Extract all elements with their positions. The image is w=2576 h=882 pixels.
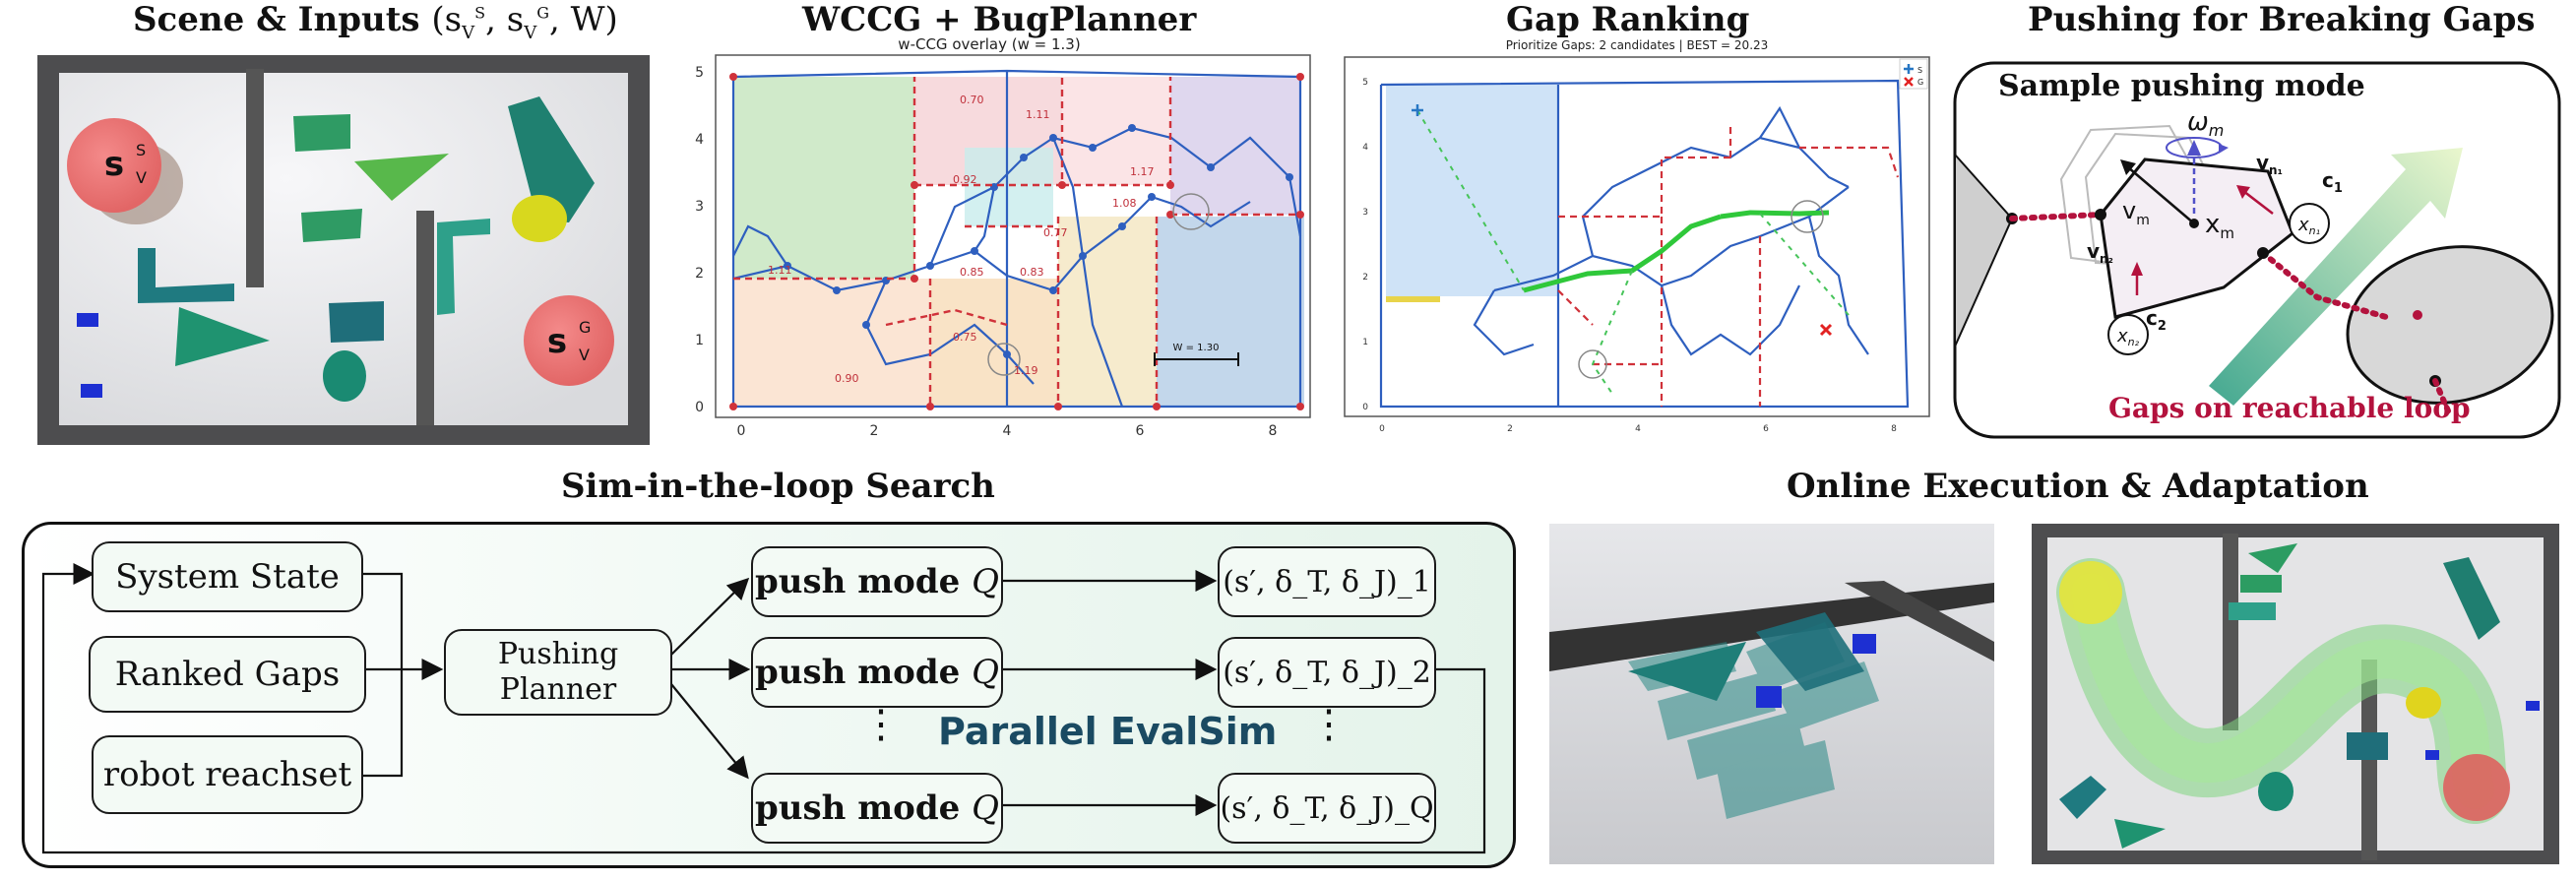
scene-panel: s S V s G V bbox=[37, 55, 650, 445]
svg-text:G: G bbox=[1917, 78, 1923, 87]
wccg-y-ticks: 0 1 2 3 4 5 bbox=[695, 65, 704, 415]
push-mode-node-2: push mode Q bbox=[751, 637, 1003, 708]
svg-text:3: 3 bbox=[695, 199, 704, 215]
svg-text:4: 4 bbox=[1003, 423, 1012, 439]
svg-text:6: 6 bbox=[1136, 423, 1145, 439]
system-state-node: System State bbox=[92, 541, 363, 612]
gap-start-marker bbox=[1412, 104, 1423, 116]
gaps-caption: Gaps on reachable loop bbox=[2108, 392, 2471, 424]
wccg-plot: w-CCG overlay (w = 1.3) 0 2 4 6 8 0 1 2 … bbox=[660, 30, 1319, 443]
gap-path bbox=[1523, 210, 1830, 293]
start-object: s S V bbox=[67, 118, 183, 224]
svg-text:6: 6 bbox=[1763, 424, 1769, 434]
obstacles bbox=[77, 96, 595, 402]
dots-left: ⋮ bbox=[861, 702, 901, 747]
svg-text:1: 1 bbox=[695, 333, 704, 348]
svg-text:5: 5 bbox=[1362, 78, 1368, 88]
svg-text:2: 2 bbox=[1362, 273, 1368, 283]
ranked-gaps-node: Ranked Gaps bbox=[89, 636, 366, 713]
result-node-q: (s′, δ_T, δ_J)_Q bbox=[1218, 773, 1436, 844]
pushing-planner-node: Pushing Planner bbox=[444, 629, 672, 716]
gap-plot-title: Prioritize Gaps: 2 candidates | BEST = 2… bbox=[1506, 38, 1769, 52]
svg-text:G: G bbox=[579, 318, 591, 337]
push-mode-node-q: push mode Q bbox=[751, 773, 1003, 844]
svg-text:0.85: 0.85 bbox=[960, 266, 984, 279]
svg-text:1: 1 bbox=[1362, 338, 1368, 347]
gap-y-ticks: 0 1 2 3 4 5 bbox=[1362, 78, 1368, 412]
pushing-title: Pushing for Breaking Gaps bbox=[2028, 0, 2536, 39]
gap-legend: S G bbox=[1899, 58, 1928, 90]
scene-title: Scene & Inputs (sVS, sVG, W) bbox=[133, 0, 618, 43]
svg-text:1.11: 1.11 bbox=[1026, 108, 1050, 121]
gap-dashed-edges bbox=[1557, 123, 1900, 407]
execution-3d-view bbox=[1549, 524, 1994, 864]
gap-chains bbox=[2009, 212, 2453, 418]
svg-text:0.90: 0.90 bbox=[835, 372, 859, 385]
svg-text:0: 0 bbox=[737, 423, 746, 439]
gap-svg: Prioritize Gaps: 2 candidates | BEST = 2… bbox=[1344, 38, 1930, 434]
goal-object: s G V bbox=[524, 295, 614, 386]
svg-text:1.11: 1.11 bbox=[768, 264, 792, 277]
scene-render: s S V s G V bbox=[37, 55, 650, 445]
svg-text:2: 2 bbox=[1507, 424, 1513, 434]
svg-text:1.08: 1.08 bbox=[1112, 197, 1137, 210]
gap-title: Gap Ranking bbox=[1506, 0, 1750, 39]
svg-text:S: S bbox=[136, 141, 146, 159]
svg-text:4: 4 bbox=[1635, 424, 1641, 434]
gap-goal-marker bbox=[1819, 323, 1833, 337]
wccg-plot-title: w-CCG overlay (w = 1.3) bbox=[898, 35, 1080, 53]
flow-arrows bbox=[41, 563, 1486, 854]
svg-text:s: s bbox=[104, 145, 124, 184]
gap-plot: Prioritize Gaps: 2 candidates | BEST = 2… bbox=[1337, 30, 1937, 443]
result-node-2: (s′, δ_T, δ_J)_2 bbox=[1218, 637, 1436, 708]
svg-text:0.92: 0.92 bbox=[953, 173, 977, 186]
online-title: Online Execution & Adaptation bbox=[1787, 467, 2369, 506]
push-title: Sample pushing mode bbox=[1998, 69, 2365, 103]
svg-text:4: 4 bbox=[695, 132, 704, 148]
svg-text:1.17: 1.17 bbox=[1130, 165, 1155, 178]
svg-text:8: 8 bbox=[1891, 424, 1897, 434]
svg-text:V: V bbox=[136, 168, 147, 187]
svg-text:s: s bbox=[547, 322, 567, 361]
svg-text:0: 0 bbox=[695, 400, 704, 415]
parallel-evalsim-label: Parallel EvalSim bbox=[938, 710, 1278, 753]
dots-right: ⋮ bbox=[1309, 702, 1349, 747]
svg-text:V: V bbox=[579, 346, 590, 364]
svg-text:1.19: 1.19 bbox=[1014, 364, 1038, 377]
svg-text:W = 1.30: W = 1.30 bbox=[1173, 343, 1220, 353]
wccg-title: WCCG + BugPlanner bbox=[802, 0, 1197, 39]
svg-text:3: 3 bbox=[1362, 208, 1368, 218]
svg-text:0: 0 bbox=[1379, 424, 1385, 434]
wccg-svg: w-CCG overlay (w = 1.3) 0 2 4 6 8 0 1 2 … bbox=[695, 35, 1311, 439]
svg-text:0: 0 bbox=[1362, 403, 1368, 412]
sim-title: Sim-in-the-loop Search bbox=[561, 467, 995, 506]
svg-text:S: S bbox=[1917, 66, 1922, 75]
result-node-1: (s′, δ_T, δ_J)_1 bbox=[1218, 546, 1436, 617]
execution-top-view bbox=[2032, 524, 2559, 864]
svg-text:0.75: 0.75 bbox=[953, 331, 977, 344]
svg-text:0.77: 0.77 bbox=[1043, 226, 1068, 239]
wccg-x-ticks: 0 2 4 6 8 bbox=[737, 423, 1278, 439]
svg-text:5: 5 bbox=[695, 65, 704, 81]
gap-hint-edges bbox=[1416, 109, 1850, 395]
svg-text:2: 2 bbox=[695, 266, 704, 282]
svg-text:8: 8 bbox=[1269, 423, 1278, 439]
push-svg: ωm xm vm vn₁ c1 xn₁ vn₂ c2 xn₂ bbox=[1953, 61, 2561, 439]
robot-reachset-node: robot reachset bbox=[92, 735, 363, 814]
wccg-scale-bar: W = 1.30 bbox=[1154, 343, 1239, 366]
svg-text:4: 4 bbox=[1362, 143, 1368, 153]
sim-flow-panel: System State Ranked Gaps robot reachset … bbox=[22, 522, 1516, 868]
gap-x-ticks: 0 2 4 6 8 bbox=[1379, 424, 1897, 434]
svg-text:2: 2 bbox=[870, 423, 879, 439]
svg-text:0.70: 0.70 bbox=[960, 94, 984, 106]
svg-text:0.83: 0.83 bbox=[1020, 266, 1044, 279]
wccg-gap-nodes bbox=[729, 73, 1304, 410]
wccg-edge-weights: 0.70 1.11 0.92 1.17 1.08 0.77 1.11 0.85 … bbox=[768, 94, 1155, 385]
push-mode-node-1: push mode Q bbox=[751, 546, 1003, 617]
push-panel: ωm xm vm vn₁ c1 xn₁ vn₂ c2 xn₂ Sample pu… bbox=[1953, 61, 2561, 439]
